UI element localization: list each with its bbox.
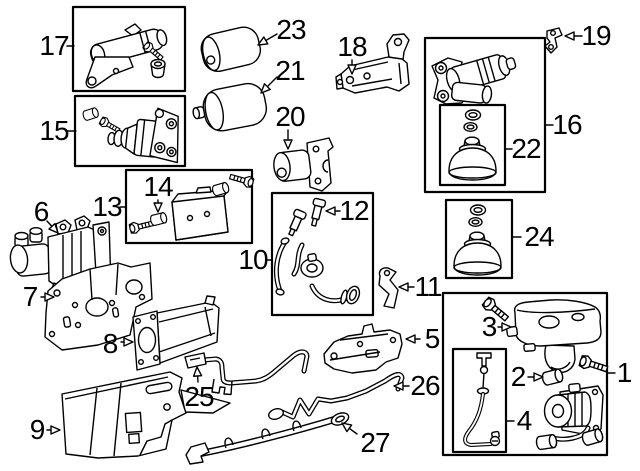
callout-18: 18 [337, 31, 367, 62]
callout-13: 13 [92, 191, 122, 222]
part-19-bracket-drawing [544, 27, 563, 54]
callout-arrowhead-5 [405, 334, 416, 344]
callout-24: 24 [524, 221, 554, 252]
callout-10: 10 [238, 244, 268, 275]
callout-21: 21 [275, 55, 305, 86]
callout-leader-23 [265, 33, 278, 42]
callout-19: 19 [581, 20, 611, 51]
part-9-heat-shield-drawing [61, 371, 231, 459]
callout-leaders [40, 31, 616, 435]
callout-15: 15 [39, 115, 69, 146]
callout-7: 7 [22, 281, 39, 312]
callout-arrowhead-8 [123, 337, 134, 347]
callout-3: 3 [481, 311, 498, 342]
callout-6: 6 [33, 196, 50, 227]
callout-14: 14 [143, 171, 173, 202]
part-17-cap [150, 58, 166, 79]
callout-arrowhead-9 [50, 425, 61, 435]
callout-4: 4 [516, 405, 533, 436]
callout-23: 23 [276, 14, 306, 45]
part-11-bracket-drawing [378, 267, 399, 309]
callout-27: 27 [360, 427, 390, 458]
part-7-bracket-drawing [44, 262, 153, 351]
part-13-module-drawing [128, 170, 256, 241]
callout-16: 16 [552, 109, 582, 140]
callout-26: 26 [410, 370, 440, 401]
callout-20: 20 [275, 101, 305, 132]
part-23-canister-drawing [200, 26, 262, 72]
callout-22: 22 [511, 133, 541, 164]
part-17-bracket-drawing [85, 23, 168, 89]
part-16-pump-drawing [431, 54, 517, 105]
part-1-pump-motor-drawing [534, 353, 610, 451]
part-25-tube-drawing [184, 349, 310, 396]
callout-leader-21 [266, 76, 278, 88]
callout-12: 12 [339, 195, 369, 226]
callout-8: 8 [102, 328, 119, 359]
part-20-solenoid-drawing [273, 137, 334, 192]
callout-5: 5 [424, 323, 441, 354]
callout-25: 25 [184, 381, 214, 412]
part-27-harness-drawing [185, 412, 350, 465]
callout-leader-27 [348, 427, 358, 435]
part-18-bracket-drawing [335, 33, 410, 94]
callout-17: 17 [39, 30, 69, 61]
callout-arrowhead-25 [192, 366, 203, 377]
callout-arrowhead-19 [564, 31, 575, 41]
callout-1: 1 [616, 357, 633, 388]
part-12-fitting-b [288, 208, 307, 237]
callout-arrowhead-27 [341, 422, 353, 433]
callout-arrowhead-11 [398, 282, 409, 292]
callout-arrowhead-23 [257, 36, 269, 46]
part-15-valve-drawing [81, 106, 179, 164]
part-10-hose-kit-drawing [273, 197, 361, 305]
part-1-grommet-left [534, 433, 559, 451]
part-5-bracket-drawing [323, 323, 403, 374]
callout-leader-6 [46, 220, 53, 228]
part-12-fitting-a [310, 197, 327, 227]
callout-2: 2 [510, 361, 527, 392]
callout-arrowhead-20 [283, 139, 293, 150]
callout-9: 9 [29, 414, 46, 445]
callout-11: 11 [414, 271, 442, 302]
part-21-canister-drawing [192, 82, 268, 132]
part-8-canister-drawing [132, 295, 220, 371]
part-26-tube-drawing [268, 371, 405, 420]
part-4-level-gauge-drawing [463, 352, 501, 447]
